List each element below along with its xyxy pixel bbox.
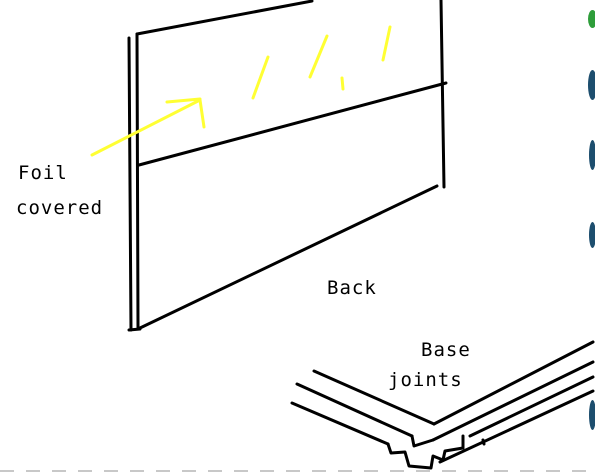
panel-right-edge <box>439 0 446 189</box>
foil-arrow-head-top <box>165 97 202 104</box>
base-left-rail-bottom <box>290 401 390 446</box>
foil-glint-2 <box>308 34 329 79</box>
base-right-rail-lower <box>468 375 595 438</box>
label-foil: Foil <box>18 162 68 184</box>
foil-glint-1 <box>251 55 270 100</box>
foil-arrow-shaft <box>90 98 202 157</box>
panel-bottom-edge <box>138 184 439 330</box>
label-covered: covered <box>16 197 104 219</box>
label-base: Base <box>421 339 471 361</box>
base-joint-tongue <box>410 434 435 448</box>
edge-fragment-blue-1 <box>588 70 595 100</box>
panel-left-edge-outer <box>127 36 133 332</box>
base-right-rail-bottom <box>438 389 595 464</box>
panel-bottom-lip <box>127 327 142 332</box>
panel-top-edge <box>135 0 314 36</box>
edge-fragment-green <box>588 10 595 28</box>
foil-arrow-head-bottom <box>198 98 206 129</box>
label-joints: joints <box>388 369 463 391</box>
label-back: Back <box>327 277 377 299</box>
edge-fragment-blue-4 <box>589 400 595 430</box>
foil-glint-4 <box>381 25 392 62</box>
base-joint-tick-2 <box>481 438 486 446</box>
foil-glint-3 <box>340 76 345 91</box>
edge-fragment-blue-3 <box>589 222 595 248</box>
base-right-rail-middle <box>431 360 595 442</box>
base-left-rail-middle <box>295 382 414 438</box>
base-joint-notch <box>386 442 465 470</box>
edge-fragment-blue-2 <box>589 140 595 170</box>
panel-foil-seam <box>137 81 448 167</box>
base-right-rail-top <box>432 340 595 426</box>
panel-left-edge-inner <box>135 32 140 330</box>
base-left-rail-top <box>312 369 436 426</box>
